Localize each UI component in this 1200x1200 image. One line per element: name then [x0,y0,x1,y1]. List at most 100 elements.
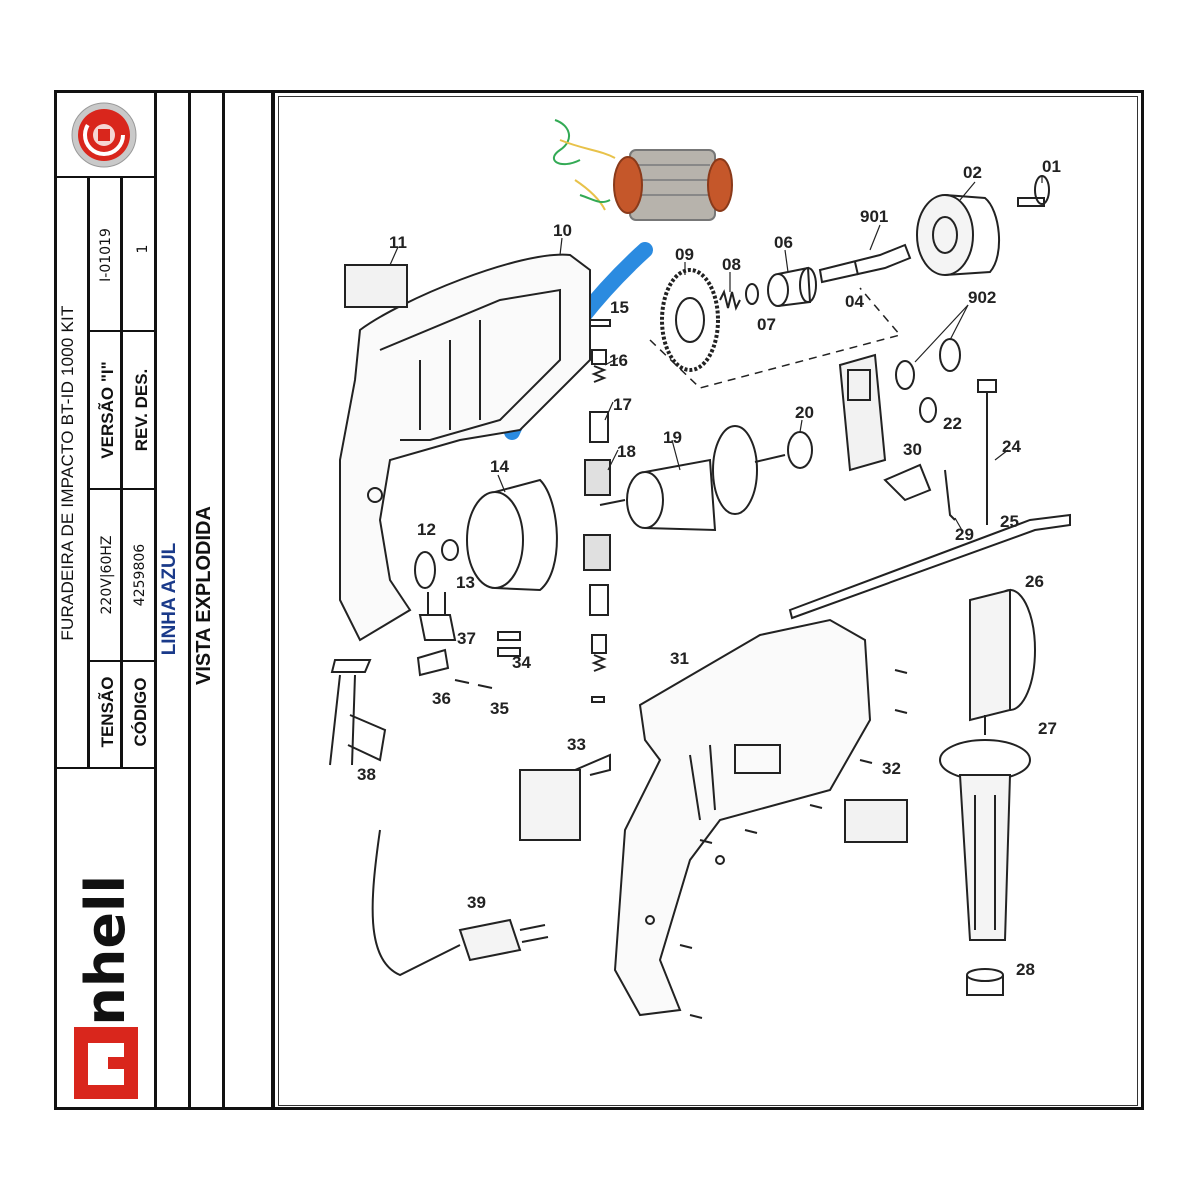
part-22-washer [919,397,937,423]
part-label-902: 902 [968,288,996,307]
part-17-brush-holder [589,411,609,443]
part-label-08: 08 [722,255,741,274]
einhell-brand-logo: Einhell [74,875,138,1099]
document-title: FURADEIRA DE IMPACTO BT-ID 1000 KIT [58,305,77,641]
part-label-06: 06 [774,233,793,252]
part-12-bearing [414,551,436,589]
part-brush-lower [591,634,607,703]
part-label-19: 19 [663,428,682,447]
part-label-01: 01 [1042,157,1061,176]
part-label-13: 13 [456,573,475,592]
part-label-24: 24 [1002,437,1021,456]
part-01-key [1017,175,1050,207]
leader-lines [389,175,1043,533]
part-brush-holder-lower [589,584,609,616]
part-28-nut [966,968,1004,996]
part-label-27: 27 [1038,719,1057,738]
part-24-depth-rod [977,379,997,525]
part-label-22: 22 [943,414,962,433]
title-row-divider [54,176,156,178]
part-label-35: 35 [490,699,509,718]
part-label-18: 18 [617,442,636,461]
part-label-20: 20 [795,403,814,422]
part-31-housing [613,618,872,1017]
product-code-label: CÓDIGO [131,677,150,747]
assembly-dashed-outline [649,287,902,389]
part-label-30: 30 [903,440,922,459]
part-38-stand [329,659,387,766]
rating-label-plate [844,799,908,843]
part-label-36: 36 [432,689,451,708]
exploded-view-diagram: 01 02 901 06 08 09 07 04 902 10 11 15 16… [329,119,1071,1019]
part-label-37: 37 [457,629,476,648]
revision-label: REV. DES. [132,368,151,452]
part-35-screw [454,679,493,689]
part-label-28: 28 [1016,960,1035,979]
part-label-32: 32 [882,759,901,778]
title-row-divider [54,767,156,769]
part-label-25: 25 [1000,512,1019,531]
part-labels: 01 02 901 06 08 09 07 04 902 10 11 15 16… [357,157,1061,979]
title-column-divider [154,90,157,1110]
part-39-power-cord [371,829,549,977]
title-column-divider [120,178,123,768]
part-brush-cap-lower [583,534,611,571]
product-code-value: 4259806 [132,543,148,607]
part-label-16: 16 [609,351,628,370]
part-06-sleeve [767,266,817,307]
part-08-spring [719,289,741,311]
part-label-15: 15 [610,298,629,317]
part-902-gearbox [838,338,961,472]
part-label-33: 33 [567,735,586,754]
part-16-brush [591,349,607,383]
title-row-divider [87,330,155,332]
part-13-washer [441,539,459,561]
title-row-divider [87,488,155,490]
part-label-02: 02 [963,163,982,182]
part-33-switch [519,753,611,841]
part-label-04: 04 [845,292,864,311]
part-30-lever [883,463,932,502]
revision-number: 1 [135,244,151,254]
title-column-divider [87,178,90,768]
part-label-34: 34 [512,653,531,672]
einhell-seal-logo [71,102,137,168]
part-26-collar [969,588,1036,735]
part-32-screws [679,669,908,1019]
part-19-armature [599,425,786,532]
part-label-26: 26 [1025,572,1044,591]
title-row-divider [87,660,155,662]
part-label-14: 14 [490,457,509,476]
part-label-07: 07 [757,315,776,334]
diagram-panel-inner-border [278,96,1138,1106]
product-line: LINHA AZUL [159,542,180,656]
part-label-39: 39 [467,893,486,912]
part-07-washer [745,283,759,305]
part-02-chuck [916,194,1001,276]
part-15-clip [589,319,611,327]
part-label-31: 31 [670,649,689,668]
part-label-17: 17 [613,395,632,414]
title-block [54,90,274,1110]
view-type: VISTA EXPLODIDA [193,506,215,685]
part-20-bearing [787,431,813,469]
voltage-label: TENSÃO [98,676,117,748]
part-11-label [344,264,408,308]
part-label-29: 29 [955,525,974,544]
document-number: I-01019 [98,228,114,282]
part-label-10: 10 [553,221,572,240]
part-label-38: 38 [357,765,376,784]
part-18-brush-cap [584,459,611,496]
part-29-bracket [944,469,956,521]
part-label-12: 12 [417,520,436,539]
part-09-gear [660,268,720,372]
voltage-value: 220V|60HZ [99,535,115,615]
part-37-capacitor [418,592,457,641]
field-coil-photo [552,119,733,221]
part-27-side-handle [939,739,1031,941]
title-column-divider [222,90,225,1110]
part-36-clamp [416,648,450,677]
version-label: VERSÃO "I" [98,361,117,459]
part-label-901: 901 [860,207,888,226]
part-14-field-housing [466,478,558,592]
